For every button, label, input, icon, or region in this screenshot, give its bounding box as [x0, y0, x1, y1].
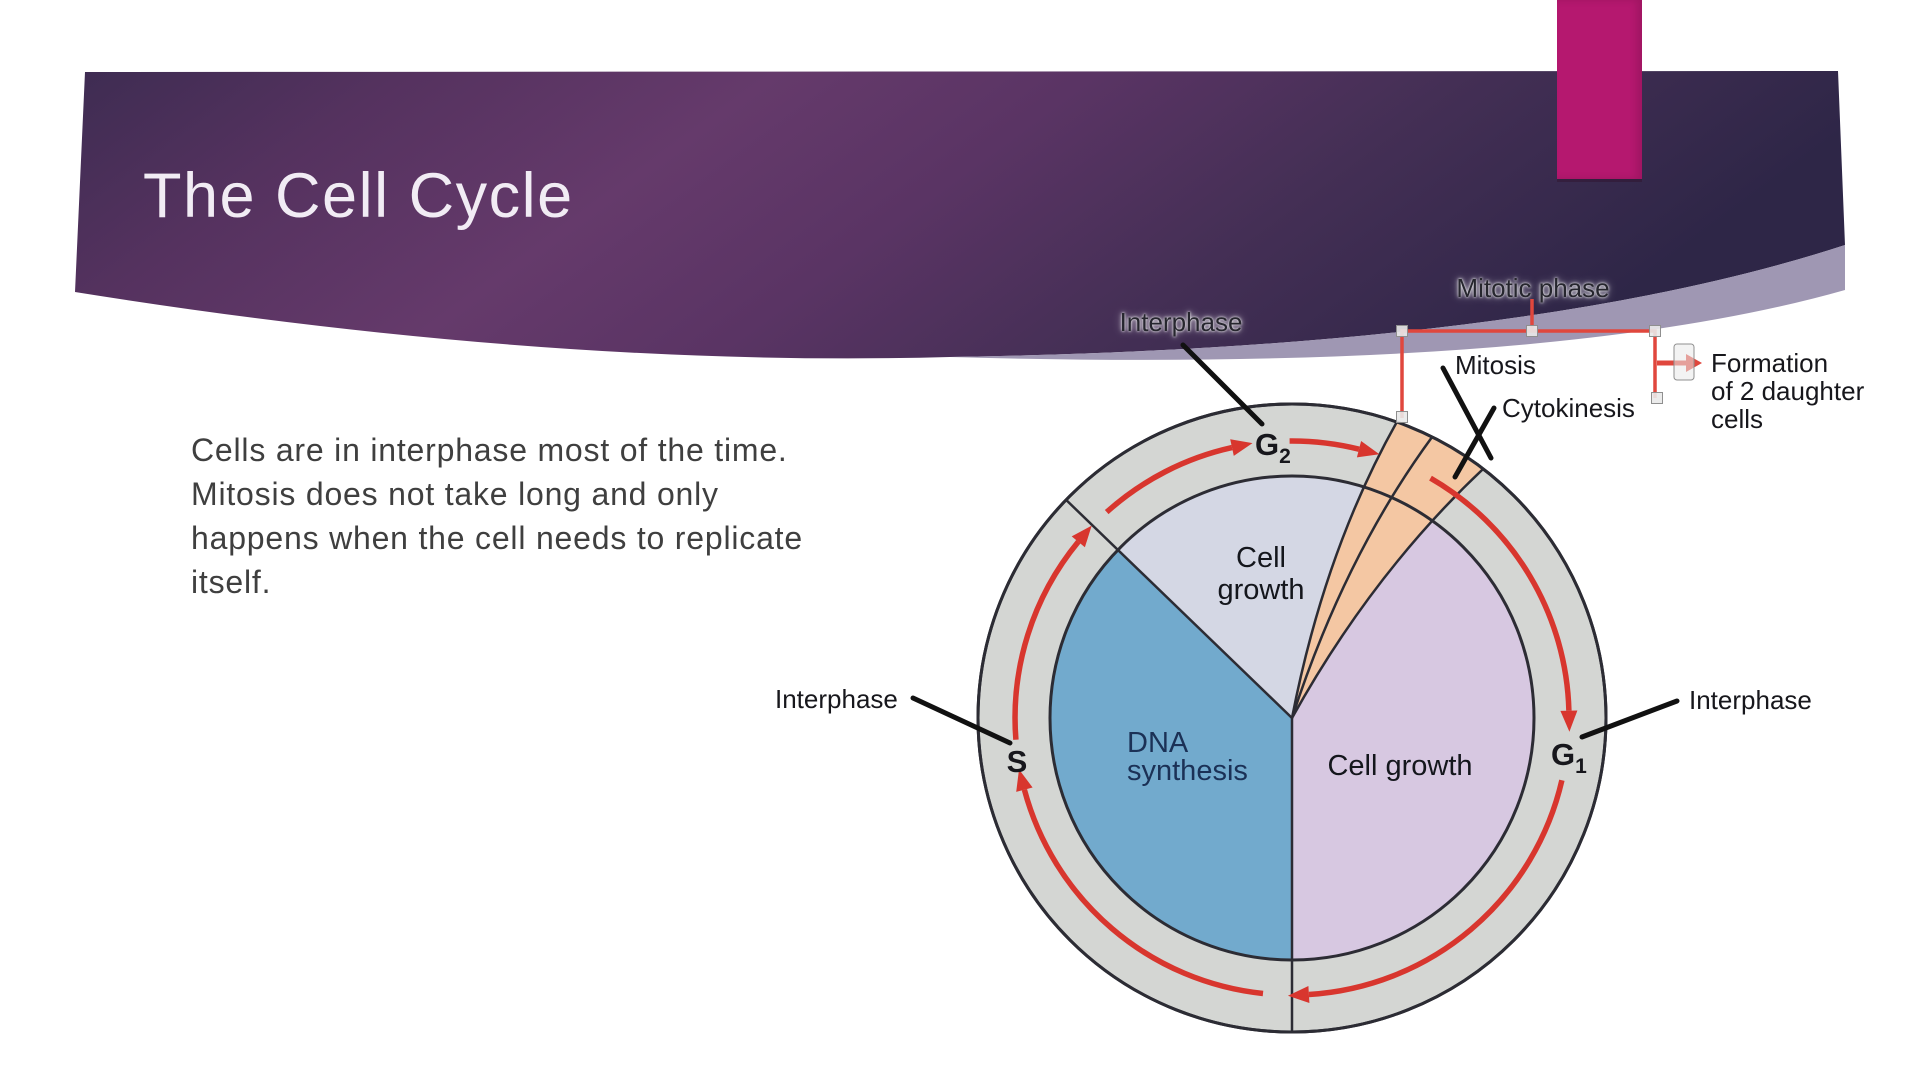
mitosis-pointer-line	[1440, 365, 1494, 461]
mitosis-label: Mitosis	[1455, 350, 1536, 380]
cycle-arrow-head	[1230, 439, 1253, 456]
interphase-right-pointer-line	[1579, 698, 1680, 740]
selection-handle[interactable]	[1651, 392, 1663, 404]
mitotic-phase-bracket[interactable]	[1396, 299, 1703, 423]
selection-handle[interactable]	[1396, 411, 1408, 423]
accent-rectangle	[1557, 0, 1642, 179]
selection-handle[interactable]	[1526, 325, 1538, 337]
cycle-arrow-head	[1071, 525, 1092, 548]
interphase-left-pointer-line	[910, 695, 1013, 746]
formation-label: Formation	[1711, 348, 1828, 378]
body-text: Cells are in interphase most of the time…	[191, 428, 803, 604]
body-line: itself.	[191, 564, 272, 600]
interphase-right-label: Interphase	[1689, 685, 1812, 715]
cytokinesis-label: Cytokinesis	[1502, 393, 1635, 423]
cycle-arrow-head	[1287, 986, 1310, 1003]
interphase-top-label: Interphase	[1120, 307, 1243, 337]
body-line: Cells are in interphase most of the time…	[191, 432, 788, 468]
cycle-arrow-arc	[1429, 475, 1572, 711]
selection-handle[interactable]	[1673, 343, 1695, 381]
segment-s-dna-synthesis	[1049, 549, 1292, 961]
segment-label-g2-cell-growth: growth	[1217, 574, 1304, 606]
mitotic-phase-label: Mitotic phase	[1456, 273, 1609, 303]
selection-handle[interactable]	[1649, 325, 1661, 337]
cycle-arrow-arc	[1012, 540, 1081, 740]
formation-label: cells	[1711, 404, 1763, 434]
slide-title: The Cell Cycle	[143, 161, 574, 231]
segment-label-g1-cell-growth: Cell growth	[1327, 750, 1472, 782]
cycle-arrow-head	[1016, 769, 1033, 792]
interphase-top-pointer-line	[1180, 342, 1265, 427]
ring-label-s: S	[1007, 744, 1028, 779]
cycle-arrow-arc	[1021, 788, 1264, 997]
banner-shape	[75, 71, 1845, 359]
interphase-left-label: Interphase	[775, 684, 898, 714]
cycle-arrow-head	[1356, 441, 1380, 458]
cycle-arrow-arc	[1104, 444, 1233, 515]
segment-label-s-dna-synthesis: synthesis	[1127, 755, 1248, 787]
segment-label-s-dna-synthesis: DNA	[1127, 727, 1189, 759]
wedge-edge-line	[1290, 421, 1398, 719]
cycle-arrow-head	[1560, 710, 1578, 732]
selection-handle[interactable]	[1396, 325, 1408, 337]
body-line: happens when the cell needs to replicate	[191, 520, 803, 556]
ring-label-g2: G2	[1255, 427, 1291, 468]
segment-label-g2-cell-growth: Cell	[1236, 542, 1286, 574]
segment-mitotic-wedge	[1292, 422, 1484, 718]
cycle-arrow-arc	[1308, 779, 1565, 998]
wedge-edge-line	[1290, 436, 1434, 719]
body-line: Mitosis does not take long and only	[191, 476, 719, 512]
radial-line	[1065, 499, 1293, 719]
cytokinesis-pointer-line	[1452, 405, 1497, 480]
ring-label-g1: G1	[1551, 737, 1587, 778]
formation-label: of 2 daughter	[1711, 376, 1865, 406]
cycle-arrow-arc	[1289, 438, 1360, 452]
